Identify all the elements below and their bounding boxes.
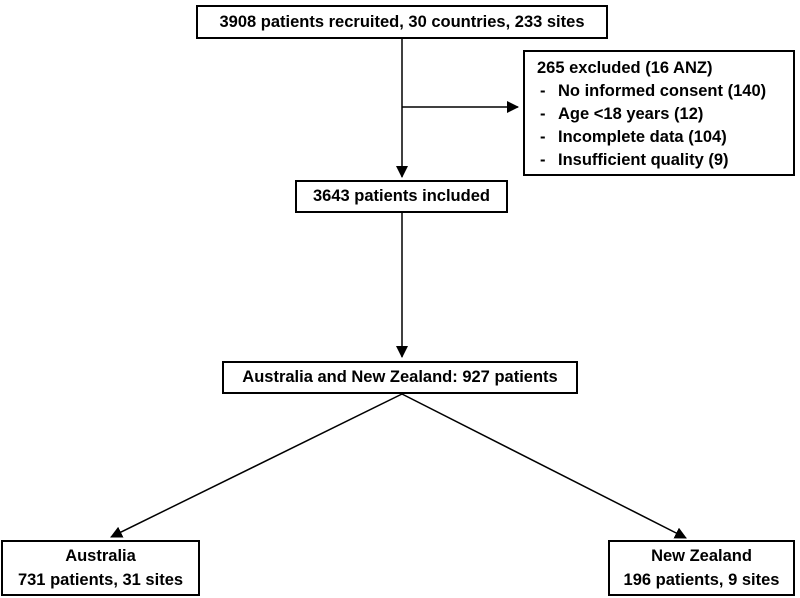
included-box: 3643 patients included [295,180,508,213]
bullet-dash: - [540,82,546,100]
australia-counts: 731 patients, 31 sites [17,571,184,589]
included-label: 3643 patients included [313,187,490,205]
arrow-anz-to-new-zealand [401,393,687,539]
arrow-anz-to-australia [110,393,403,538]
excluded-box: 265 excluded (16 ANZ) - No informed cons… [523,50,795,176]
australia-box: Australia 731 patients, 31 sites [1,540,200,596]
bullet-dash: - [540,105,546,123]
new-zealand-title: New Zealand [651,547,752,565]
australia-title: Australia [65,547,136,565]
bullet-dash: - [540,128,546,146]
excluded-item-row: - Age <18 years (12) [537,103,787,126]
excluded-item-row: - Incomplete data (104) [537,126,787,149]
anz-box: Australia and New Zealand: 927 patients [222,361,578,394]
recruited-box: 3908 patients recruited, 30 countries, 2… [196,5,608,39]
excluded-title: 265 excluded (16 ANZ) [537,59,713,77]
new-zealand-box: New Zealand 196 patients, 9 sites [608,540,795,596]
excluded-item-label: Age <18 years (12) [558,105,704,123]
excluded-item-label: Incomplete data (104) [558,128,727,146]
excluded-item-label: No informed consent (140) [558,82,767,100]
excluded-title-row: 265 excluded (16 ANZ) [537,57,787,80]
excluded-item-row: - Insufficient quality (9) [537,149,787,172]
excluded-item-row: - No informed consent (140) [537,80,787,103]
recruited-label: 3908 patients recruited, 30 countries, 2… [219,12,585,31]
bullet-dash: - [540,151,546,169]
new-zealand-counts: 196 patients, 9 sites [623,571,780,589]
anz-label: Australia and New Zealand: 927 patients [242,368,558,386]
excluded-item-label: Insufficient quality (9) [558,151,729,169]
